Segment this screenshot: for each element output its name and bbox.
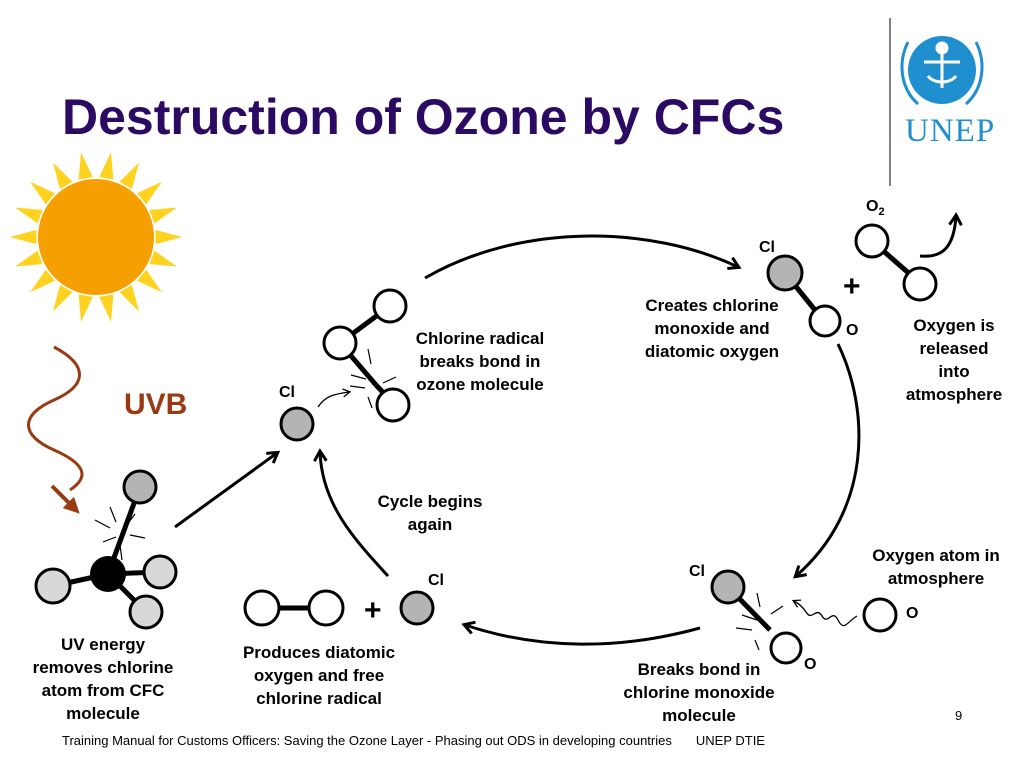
sun-icon	[10, 152, 182, 322]
squiggle-arrow	[791, 599, 858, 627]
uvb-label: UVB	[124, 388, 188, 421]
oxygen-molecule-produced	[243, 589, 345, 627]
arrow-cfc-to-cl	[174, 453, 277, 529]
sun-ray	[137, 269, 162, 293]
chlorine-atom-free	[279, 406, 315, 442]
arrow-left-arc	[320, 452, 390, 578]
cl-label-bottom-right: Cl	[689, 563, 705, 580]
sun-ray	[15, 207, 43, 224]
step-breaks-monoxide: Breaks bond in chlorine monoxide molecul…	[623, 660, 775, 725]
chlorine-monoxide-bottom	[710, 569, 803, 665]
step-uv-removes: UV energy removes chlorine atom from CFC…	[32, 635, 174, 723]
step-creates-monoxide: Creates chlorine monoxide and diatomic o…	[644, 296, 780, 361]
sun-ray	[99, 294, 114, 322]
cl-label-top: Cl	[759, 239, 775, 256]
step-cycle-again: Cycle begins again	[377, 492, 483, 534]
sun-ray	[149, 250, 177, 267]
sun-ray	[155, 229, 182, 245]
step-oxygen-atom: Oxygen atom in atmosphere	[872, 546, 1000, 588]
unep-laurel	[900, 41, 984, 106]
chlorine-atom-produced	[399, 590, 435, 626]
cl-label-free: Cl	[279, 384, 295, 401]
sun-ray	[119, 162, 139, 190]
step-radical-breaks: Chlorine radical breaks bond in ozone mo…	[415, 329, 545, 394]
chlorine-monoxide-top	[766, 254, 842, 338]
o2-label: O2	[866, 198, 885, 219]
cfc-molecule	[34, 469, 178, 630]
uvb-wave-icon	[27, 345, 84, 514]
arrow-top-arc	[424, 234, 738, 280]
sun-ray	[99, 152, 114, 180]
sun-ray	[119, 284, 139, 312]
sun-ray	[78, 294, 93, 322]
step-oxygen-released: Oxygen is released into atmosphere	[905, 316, 1003, 404]
sun-ray	[15, 250, 43, 267]
slide-title: Destruction of Ozone by CFCs	[62, 89, 785, 145]
sun-ray	[53, 162, 73, 190]
plus-sign-top: +	[843, 270, 861, 303]
bond-break-burst-icon	[94, 506, 146, 561]
arrow-right-arc	[796, 343, 861, 576]
sun-ray	[30, 269, 55, 293]
ozone-molecule	[317, 288, 411, 423]
page-number: 9	[955, 708, 963, 723]
oxygen-atom-free	[862, 597, 898, 633]
sun-ray	[149, 207, 177, 224]
sun-ray	[53, 284, 73, 312]
bond-break-burst-icon	[735, 592, 784, 651]
sun-core	[38, 179, 154, 295]
sun-ray	[30, 181, 55, 205]
footer-text: Training Manual for Customs Officers: Sa…	[62, 733, 672, 748]
o-label-top: O	[846, 322, 859, 339]
footer: Training Manual for Customs Officers: Sa…	[62, 733, 765, 748]
plus-sign-bottom: +	[364, 594, 382, 627]
o-label-free: O	[906, 605, 919, 622]
cl-label-produced: Cl	[428, 572, 444, 589]
sun-ray	[10, 229, 37, 245]
o-label-bottom: O	[804, 656, 817, 673]
bond-break-burst-icon	[349, 348, 397, 409]
sun-rays	[10, 152, 182, 322]
footer-org: UNEP DTIE	[695, 733, 765, 748]
arrow-bottom-arc	[465, 625, 701, 646]
oxygen-molecule-released	[854, 216, 956, 302]
unep-figure	[924, 41, 960, 88]
sun-ray	[78, 152, 93, 180]
step-produces-diatomic: Produces diatomic oxygen and free chlori…	[242, 643, 396, 708]
unep-logo-icon	[889, 18, 984, 186]
sun-ray	[137, 181, 162, 205]
unep-logo-text: UNEP	[905, 113, 996, 149]
